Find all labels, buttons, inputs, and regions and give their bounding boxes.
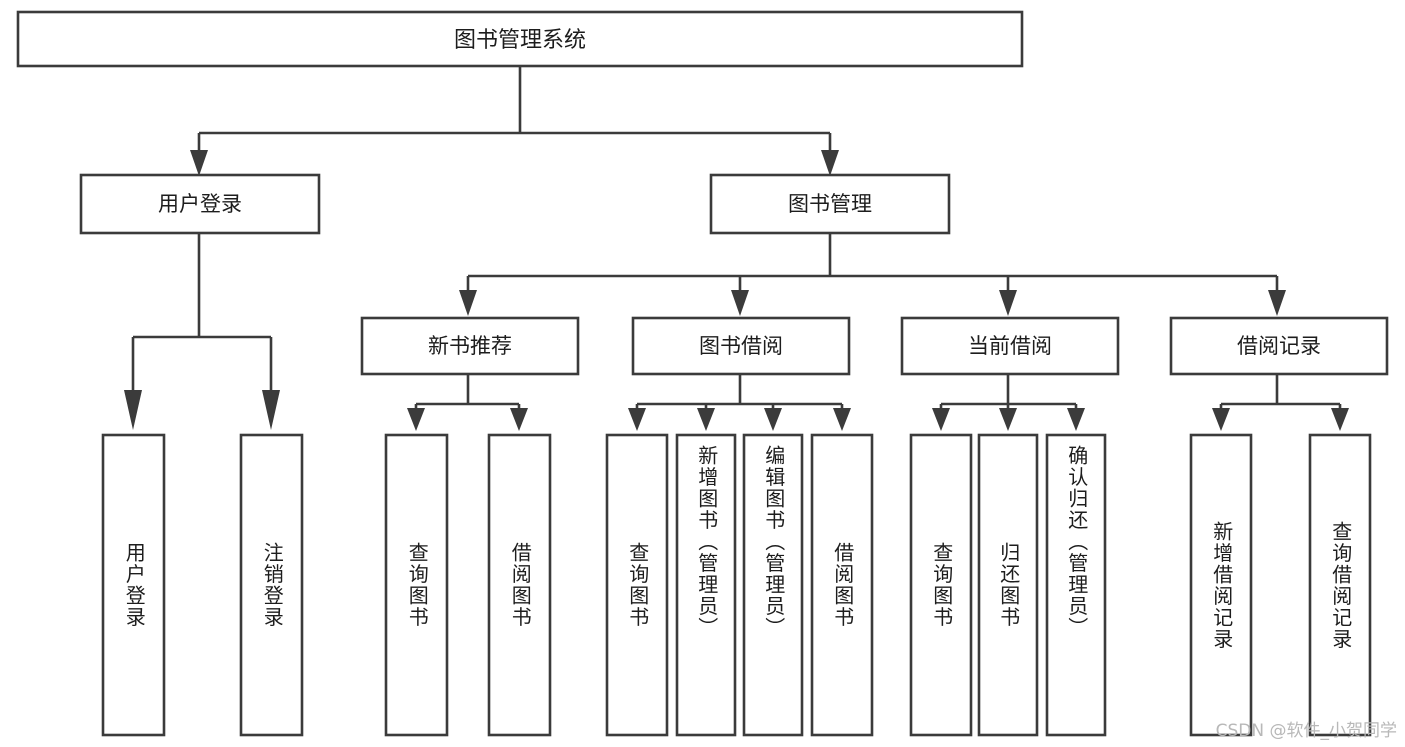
connector-group-root [190,66,839,176]
connector-group-new-book-recommend [407,374,528,431]
node-borrow-record-label: 借阅记录 [1237,334,1321,358]
connector-group-book-borrow [628,374,851,431]
arrow-root-to-book-manage [821,150,839,176]
arrow-book-manage-new-book [459,290,477,316]
arrow-user-login-leaf-2 [262,390,280,430]
arrow-current-borrow-leaf-1 [932,408,950,431]
node-new-book-recommend-box[interactable] [360,316,580,376]
node-new-book-recommend-label: 新书推荐 [428,334,512,358]
node-borrow-record[interactable]: 借阅记录 [1169,316,1389,376]
arrow-book-manage-book-borrow [731,290,749,316]
node-root-box[interactable] [16,10,1024,68]
leaf-box-edit-book[interactable] [742,433,804,737]
leaf-box-add-book[interactable] [675,433,737,737]
node-book-borrow-box[interactable] [631,316,851,376]
node-root-label: 图书管理系统 [454,28,586,53]
node-current-borrow-box[interactable] [900,316,1120,376]
arrow-root-to-user-login [190,150,208,176]
leaf-box-borrow-book-2[interactable] [810,433,874,737]
connector-group-current-borrow [932,374,1085,431]
node-current-borrow-label: 当前借阅 [968,334,1052,358]
arrow-borrow-record-leaf-2 [1331,408,1349,431]
connector-group-book-manage [459,233,1286,316]
node-root[interactable]: 图书管理系统 [16,10,1024,68]
node-user-login-label: 用户登录 [158,192,242,216]
connector-group-user-login [124,233,280,430]
arrow-current-borrow-leaf-2 [999,408,1017,431]
arrow-new-book-leaf-2 [510,408,528,431]
node-borrow-record-box[interactable] [1169,316,1389,376]
leaf-box-query-book-1[interactable] [384,433,449,737]
leaf-box-return-book[interactable] [977,433,1039,737]
node-book-borrow[interactable]: 图书借阅 [631,316,851,376]
node-book-manage[interactable]: 图书管理 [709,173,951,235]
leaf-box-query-book-3[interactable] [909,433,973,737]
arrow-book-borrow-leaf-4 [833,408,851,431]
leaf-box-user-logout[interactable] [239,433,304,737]
leaf-box-query-book-2[interactable] [605,433,669,737]
arrow-new-book-leaf-1 [407,408,425,431]
arrow-current-borrow-leaf-3 [1067,408,1085,431]
arrow-user-login-leaf-1 [124,390,142,430]
arrow-book-borrow-leaf-2 [697,408,715,431]
leaf-box-borrow-book-1[interactable] [487,433,552,737]
node-user-login-box[interactable] [79,173,321,235]
arrow-book-borrow-leaf-3 [764,408,782,431]
leaf-box-user-login[interactable] [101,433,166,737]
leaf-box-add-record[interactable] [1189,433,1253,737]
arrow-book-borrow-leaf-1 [628,408,646,431]
node-new-book-recommend[interactable]: 新书推荐 [360,316,580,376]
node-book-borrow-label: 图书借阅 [699,334,783,358]
node-current-borrow[interactable]: 当前借阅 [900,316,1120,376]
connector-group-borrow-record [1212,374,1349,431]
leaf-box-query-record[interactable] [1308,433,1372,737]
arrow-book-manage-current-borrow [999,290,1017,316]
node-user-login[interactable]: 用户登录 [79,173,321,235]
leaf-box-confirm-return[interactable] [1045,433,1107,737]
arrow-book-manage-borrow-record [1268,290,1286,316]
node-book-manage-box[interactable] [709,173,951,235]
node-book-manage-label: 图书管理 [788,192,872,216]
arrow-borrow-record-leaf-1 [1212,408,1230,431]
